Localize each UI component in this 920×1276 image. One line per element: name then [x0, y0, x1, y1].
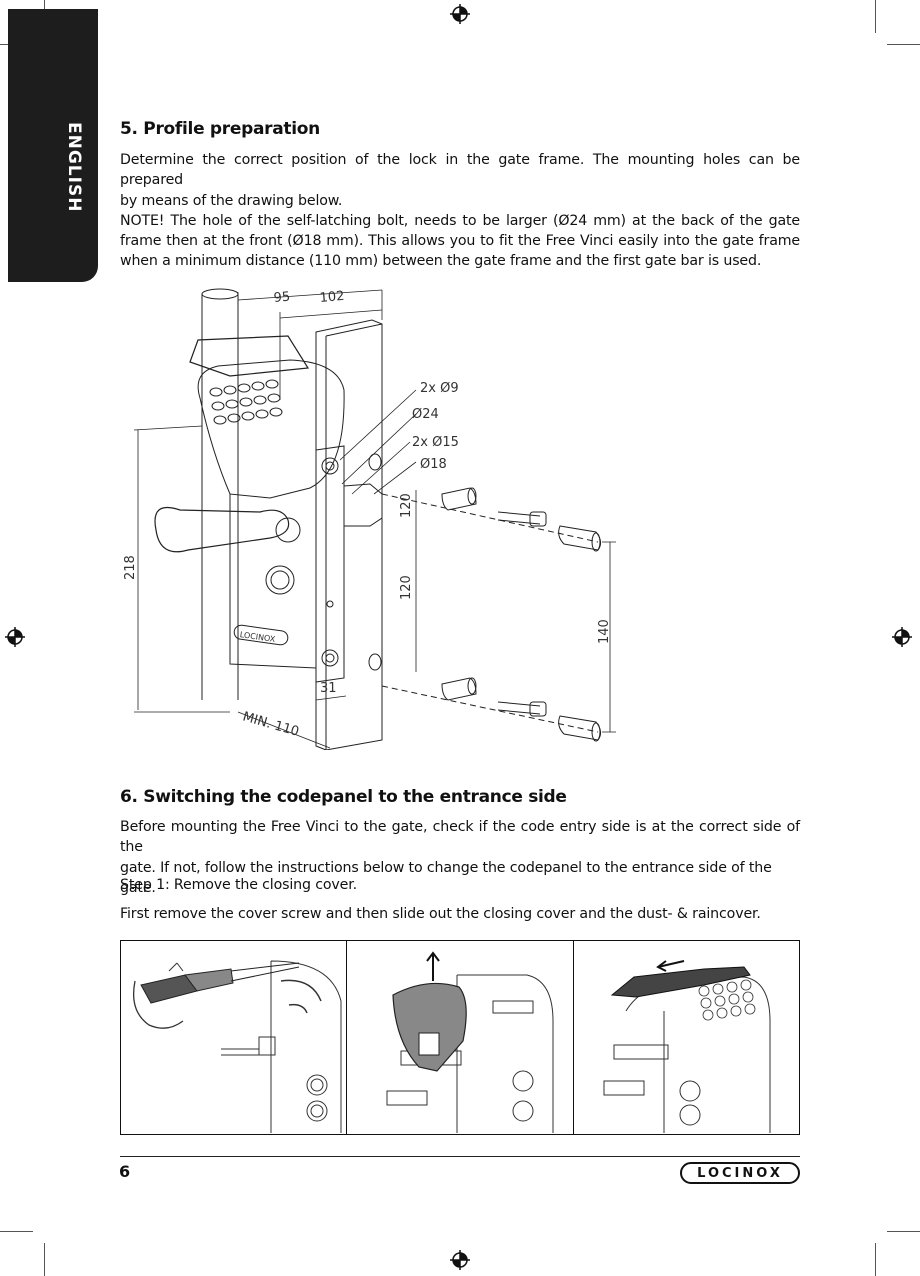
step-illustration-slide-cover: [346, 941, 572, 1134]
section-6-text: Before mounting the Free Vinci to the ga…: [120, 817, 800, 898]
crop-mark: [875, 0, 876, 33]
faceplate: [315, 445, 345, 683]
page-number: 6: [119, 1162, 131, 1181]
section-5-line: when a minimum distance (110 mm) between…: [120, 253, 762, 270]
lever-handle: [154, 506, 290, 553]
key-cylinder: [265, 565, 295, 595]
section-6-line: Before mounting the Free Vinci to the ga…: [120, 819, 800, 856]
latch-bolt: [343, 483, 383, 527]
section-5-line: by means of the drawing below.: [120, 192, 343, 209]
crop-mark: [887, 1231, 920, 1232]
callout-2x-15: 2x Ø15: [412, 435, 459, 450]
section-6-line: gate. If not, follow the instructions be…: [120, 859, 772, 896]
crop-mark: [44, 1243, 45, 1276]
section-5-line: frame then at the front (Ø18 mm). This a…: [120, 233, 800, 250]
crop-mark: [0, 1231, 33, 1232]
registration-mark-icon: [892, 627, 912, 647]
language-tab: [8, 9, 98, 282]
step-illustration-remove-raincover: [572, 941, 799, 1134]
lock-body: [197, 359, 345, 669]
step-illustration-remove-screw: [121, 941, 346, 1134]
dim-140: 140: [597, 619, 612, 644]
dim-95: 95: [273, 290, 291, 306]
keypad-buttons: [209, 379, 283, 425]
screwdriver-illustration: [132, 960, 342, 1133]
step-1-instruction: First remove the cover screw and then sl…: [120, 906, 761, 922]
dim-102: 102: [319, 289, 345, 306]
section-5-line: NOTE! The hole of the self-latching bolt…: [120, 212, 800, 229]
lock-dimension-drawing: 95 102 218 120 120 140 31 MIN. 110 2x Ø9…: [123, 288, 616, 750]
gate-bar-top: [201, 288, 239, 300]
registration-mark-icon: [450, 4, 470, 24]
callout-2x-9: 2x Ø9: [420, 381, 459, 396]
codepanel-cover: [189, 335, 310, 377]
section-5-title: 5. Profile preparation: [120, 119, 320, 139]
section-5-text: Determine the correct position of the lo…: [120, 150, 800, 272]
crop-mark: [875, 1243, 876, 1276]
registration-mark-icon: [5, 627, 25, 647]
dim-31: 31: [320, 681, 337, 696]
raincover-illustration: [603, 960, 771, 1133]
mounting-parts: [441, 487, 602, 742]
section-6-title: 6. Switching the codepanel to the entran…: [120, 787, 567, 807]
dim-218: 218: [123, 555, 138, 580]
footer-rule: [120, 1156, 800, 1157]
step-illustrations: [120, 940, 800, 1135]
language-tab-label: ENGLISH: [64, 122, 84, 213]
crop-mark: [887, 44, 920, 45]
dim-120-top: 120: [399, 493, 414, 518]
dim-120: 120: [399, 575, 414, 600]
section-5-line: Determine the correct position of the lo…: [120, 152, 800, 189]
locinox-logo: LOCINOX: [680, 1162, 800, 1184]
registration-mark-icon: [450, 1250, 470, 1270]
gate-bar: [201, 294, 239, 700]
step-1-label: Step 1: Remove the closing cover.: [120, 877, 357, 893]
callout-18: Ø18: [420, 457, 447, 472]
dim-min-110: MIN. 110: [241, 709, 301, 739]
closing-cover-illustration: [386, 951, 554, 1133]
callout-24: Ø24: [412, 407, 439, 422]
